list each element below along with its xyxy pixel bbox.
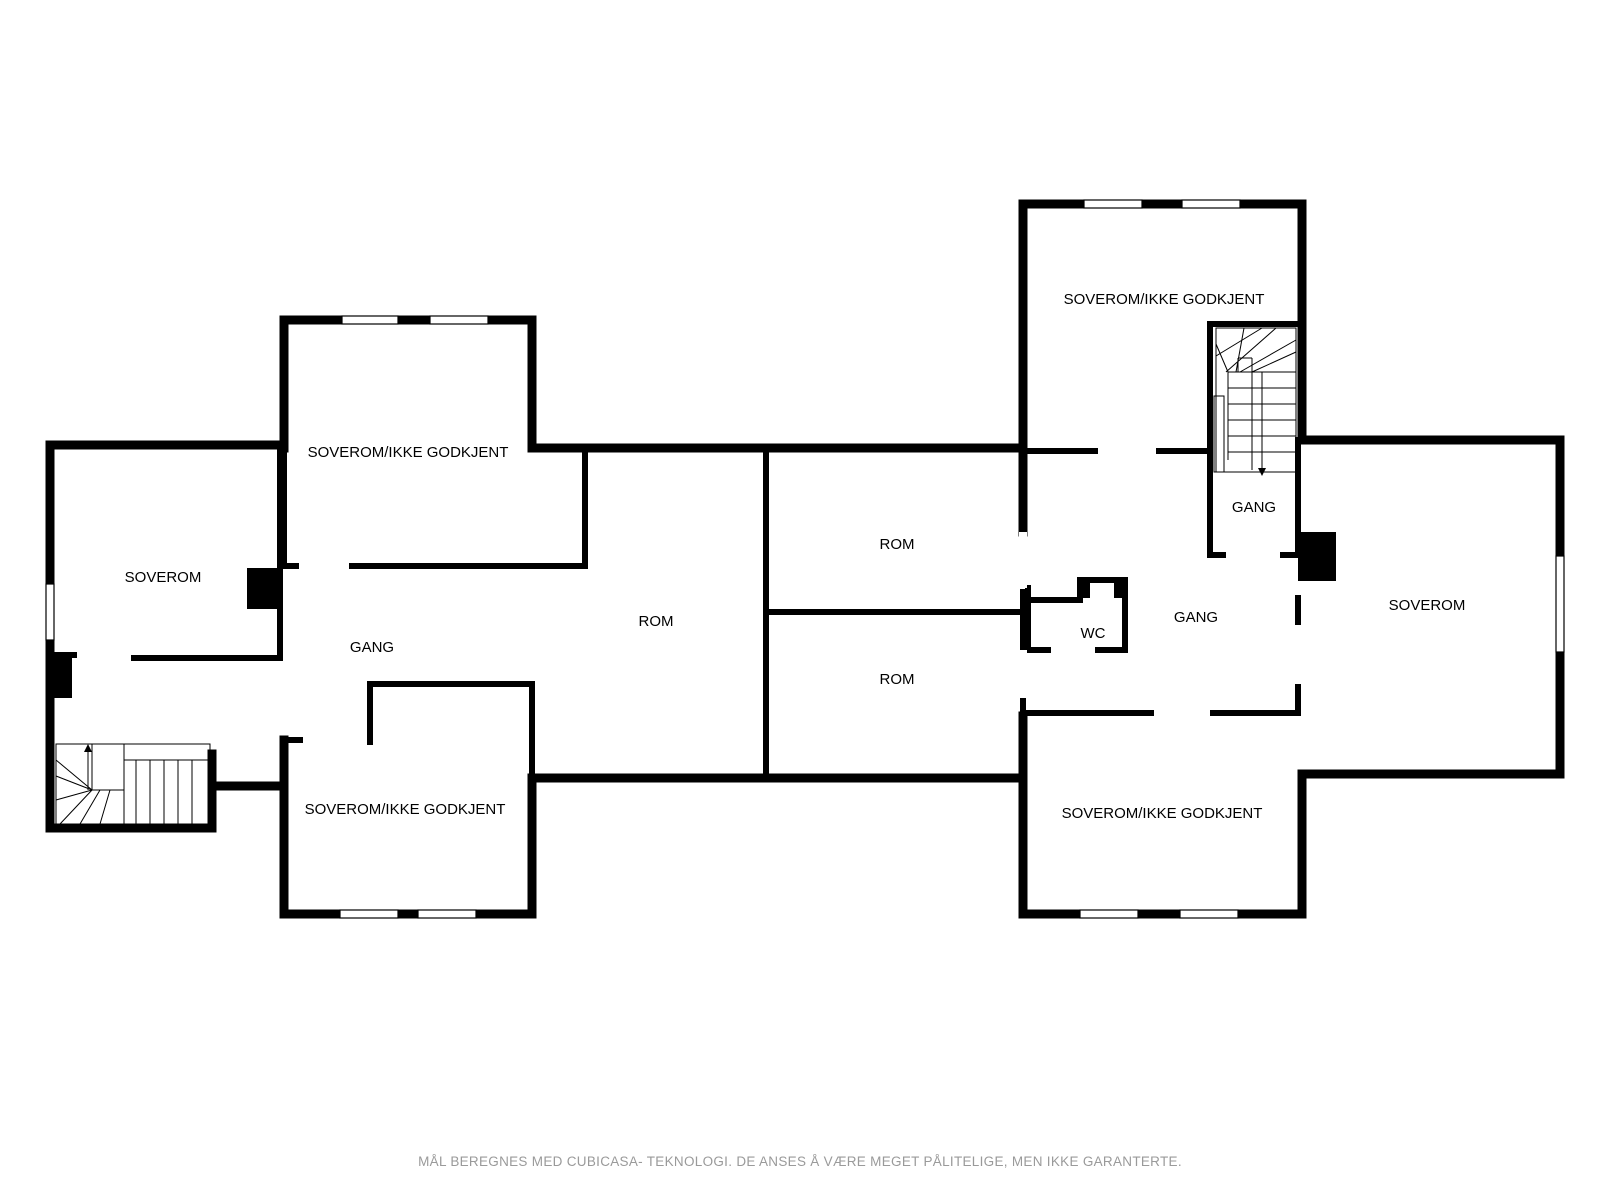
disclaimer-footer: MÅL BEREGNES MED CUBICASA- TEKNOLOGI. DE… <box>418 1154 1182 1169</box>
chimneys <box>54 532 1336 698</box>
room-label-rom-center-left: ROM <box>639 613 674 630</box>
room-label-soverom-ikke-godkjent-top-right: SOVEROM/IKKE GODKJENT <box>1064 291 1265 308</box>
windows <box>45 199 1565 919</box>
wc-column-2 <box>1114 580 1125 598</box>
room-label-soverom-right: SOVEROM <box>1389 597 1466 614</box>
window <box>341 315 399 325</box>
chimney-left <box>247 568 281 609</box>
room-label-gang-left: GANG <box>350 639 394 656</box>
wc-column <box>1080 580 1090 598</box>
window <box>1083 199 1143 209</box>
window <box>339 909 399 919</box>
room-labels: SOVEROM SOVEROM/IKKE GODKJENT GANG SOVER… <box>125 291 1466 822</box>
stairs-left <box>55 743 211 825</box>
room-label-rom-lower: ROM <box>880 671 915 688</box>
window <box>1555 555 1565 653</box>
interior-walls <box>47 321 1305 781</box>
window <box>1181 199 1241 209</box>
window <box>45 583 55 641</box>
room-label-wc: WC <box>1081 625 1106 642</box>
chimney-right <box>1298 532 1336 581</box>
chimney-far-left <box>54 656 72 698</box>
room-label-soverom-left: SOVEROM <box>125 569 202 586</box>
room-label-rom-upper: ROM <box>880 536 915 553</box>
window <box>429 315 489 325</box>
room-label-gang-small: GANG <box>1232 499 1276 516</box>
room-label-soverom-ikke-godkjent-bottom-left: SOVEROM/IKKE GODKJENT <box>305 801 506 818</box>
room-label-soverom-ikke-godkjent-bottom-right: SOVEROM/IKKE GODKJENT <box>1062 805 1263 822</box>
room-label-soverom-ikke-godkjent-top-left: SOVEROM/IKKE GODKJENT <box>308 444 509 461</box>
door-openings <box>1019 447 1302 717</box>
room-label-gang-right: GANG <box>1174 609 1218 626</box>
stairs-right <box>1213 327 1297 476</box>
window <box>1079 909 1139 919</box>
window <box>1179 909 1239 919</box>
window <box>417 909 477 919</box>
